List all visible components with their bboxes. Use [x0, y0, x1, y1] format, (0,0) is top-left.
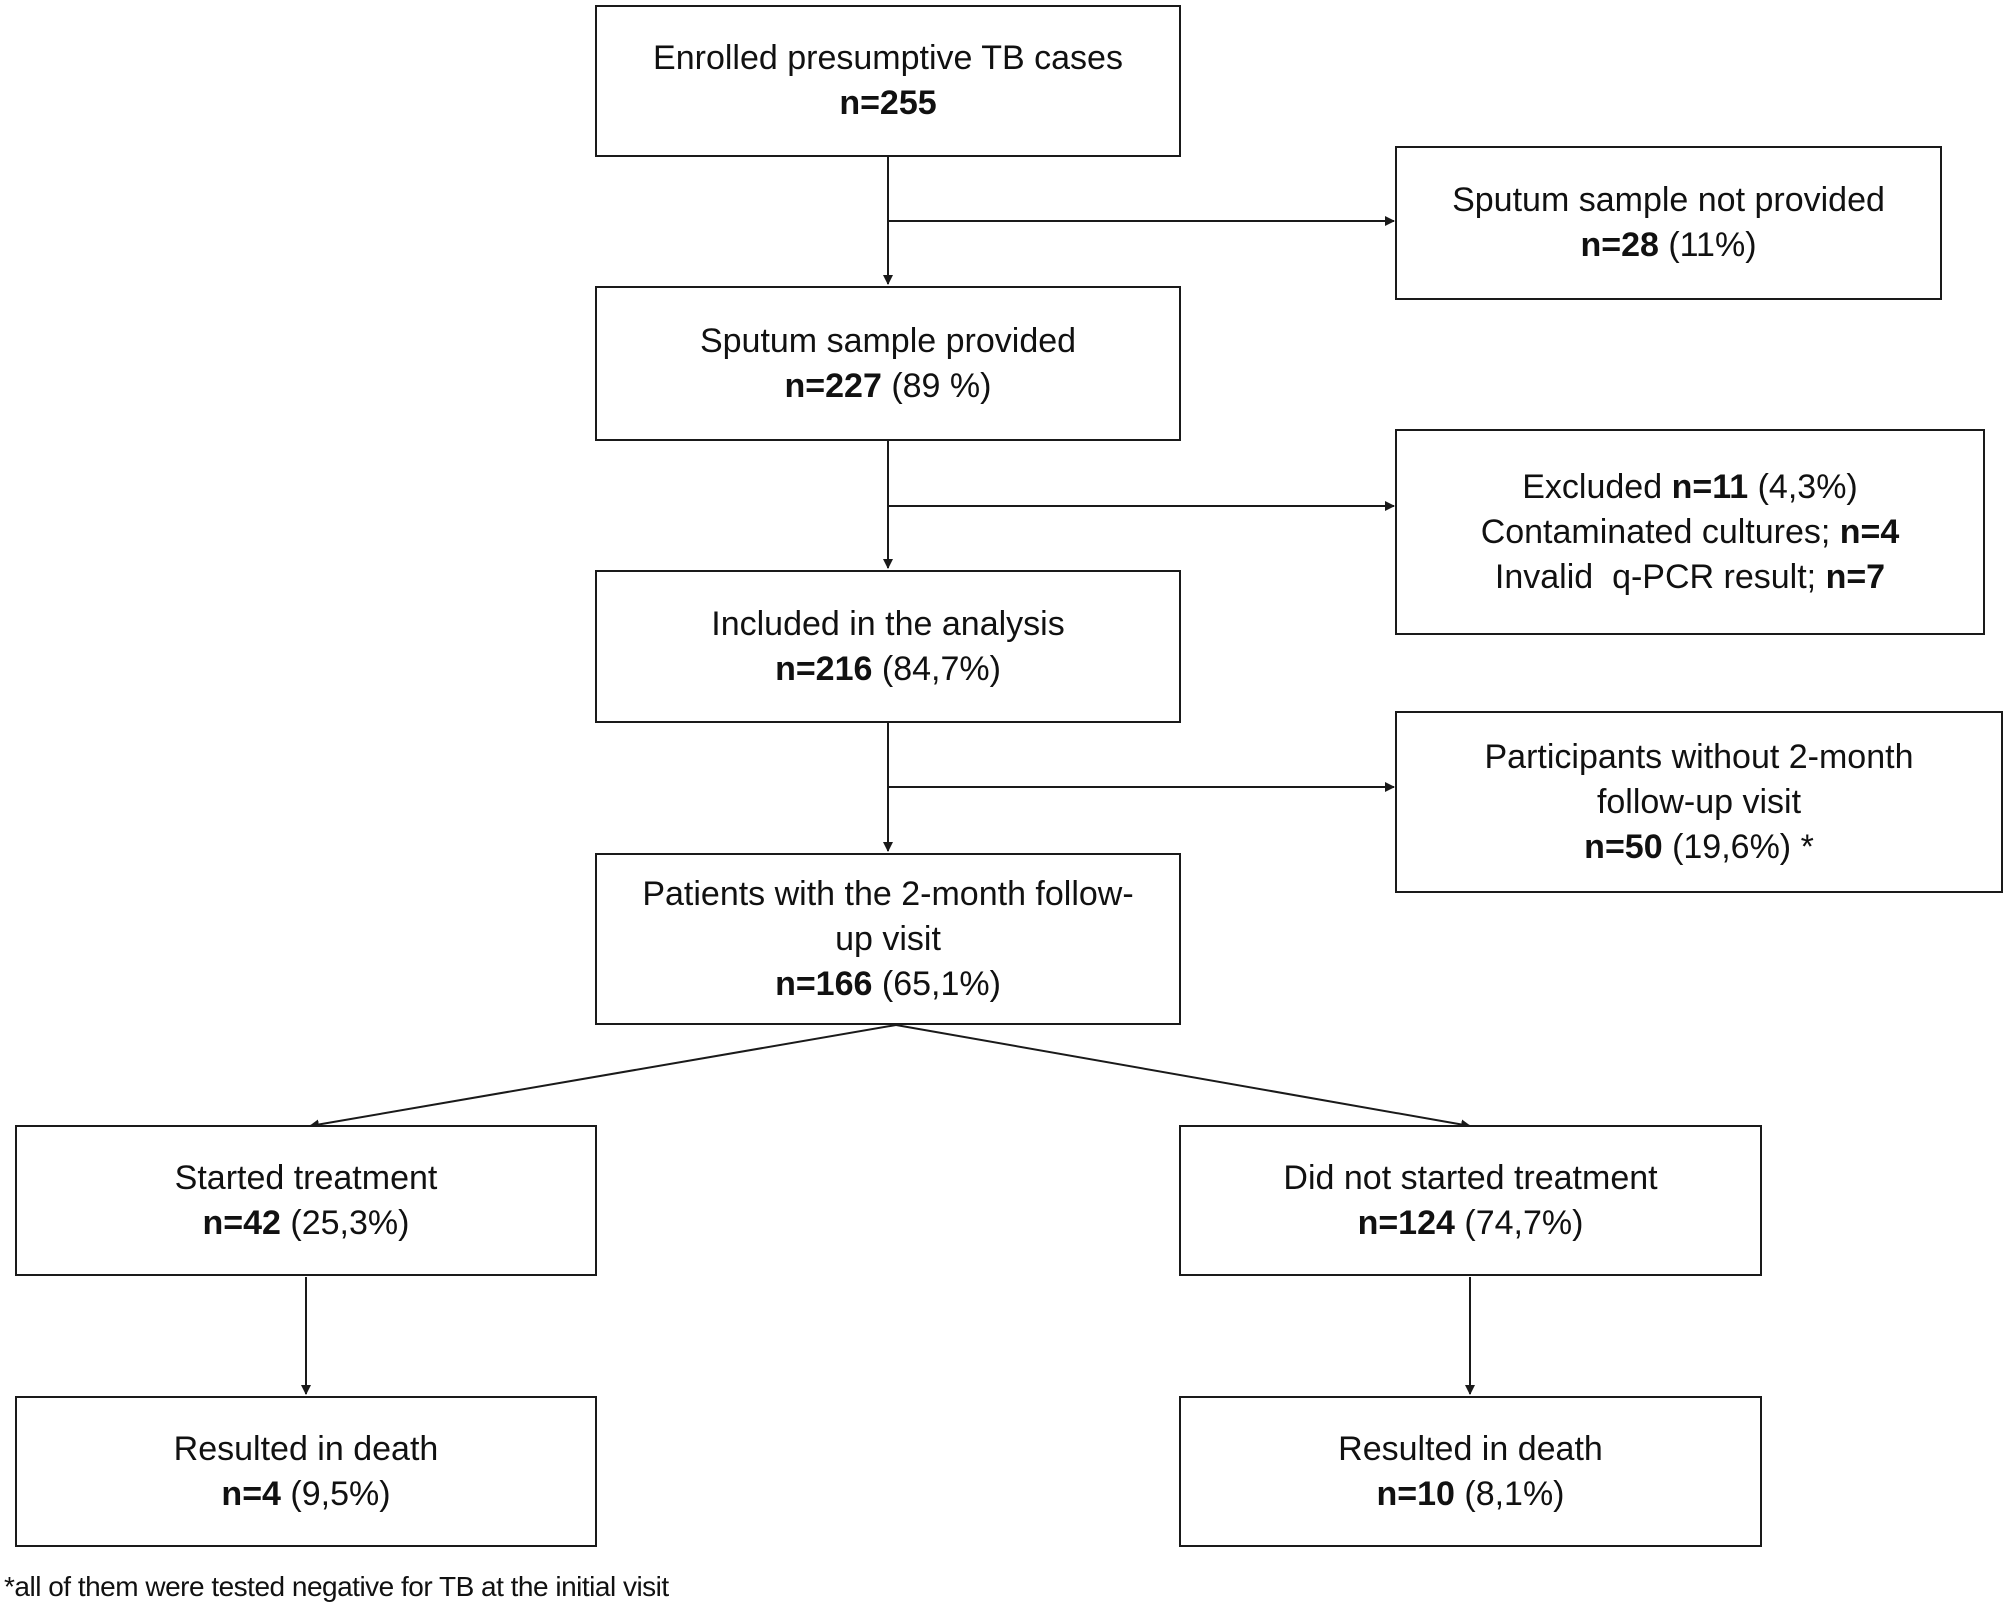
excluded-reason-invalid-pcr: Invalid q-PCR result; [1494, 557, 1826, 596]
node-title-line1: Participants without 2-month [1484, 737, 1914, 776]
node-count: n=42 [202, 1203, 281, 1242]
node-title: Sputum sample not provided [1452, 181, 1885, 219]
node-title: Did not started treatment [1283, 1158, 1658, 1197]
node-death-not-started: Resulted in death n=10 (8,1%) [1179, 1396, 1762, 1547]
node-percent: (84,7%) [872, 649, 1001, 688]
node-not-started-treatment: Did not started treatment n=124 (74,7%) [1179, 1125, 1762, 1276]
node-title: Resulted in death [173, 1429, 439, 1468]
node-percent: (11%) [1658, 226, 1757, 264]
node-death-started: Resulted in death n=4 (9,5%) [15, 1396, 597, 1547]
node-without-followup: Participants without 2-month follow-up v… [1395, 711, 2003, 893]
node-title-line1: Patients with the 2-month follow- [642, 874, 1134, 913]
node-percent: (25,3%) [280, 1203, 410, 1242]
node-percent: (9,5%) [280, 1474, 391, 1513]
arrow-followup-to-not-started [895, 1024, 1471, 1130]
node-included: Included in the analysis n=216 (84,7%) [595, 570, 1181, 723]
node-started-treatment: Started treatment n=42 (25,3%) [15, 1125, 597, 1276]
arrow-followup-to-started [309, 1024, 897, 1130]
node-excluded: Excluded n=11 (4,3%) Contaminated cultur… [1395, 429, 1985, 635]
excluded-reason-contaminated: Contaminated cultures; [1480, 512, 1840, 551]
node-title: Started treatment [174, 1158, 438, 1197]
excluded-count-contaminated: n=4 [1839, 512, 1900, 551]
node-percent: (19,6%) * [1662, 827, 1814, 866]
node-percent: (65,1%) [872, 964, 1001, 1003]
node-percent: (4,3%) [1748, 467, 1858, 506]
node-count: n=124 [1357, 1203, 1455, 1242]
node-count: n=255 [839, 84, 937, 122]
node-title: Excluded [1522, 467, 1672, 506]
excluded-count-invalid-pcr: n=7 [1825, 557, 1886, 596]
node-percent: (8,1%) [1454, 1474, 1565, 1513]
node-percent: (89 %) [881, 366, 992, 405]
node-sputum-provided: Sputum sample provided n=227 (89 %) [595, 286, 1181, 441]
node-sputum-not-provided: Sputum sample not provided n=28 (11%) [1395, 146, 1942, 300]
node-title: Included in the analysis [711, 604, 1065, 643]
node-count: n=227 [784, 366, 882, 405]
node-count: n=28 [1580, 226, 1659, 264]
node-title: Enrolled presumptive TB cases [653, 39, 1123, 77]
node-title-line2: follow-up visit [1596, 782, 1802, 821]
node-count: n=10 [1376, 1474, 1455, 1513]
node-count: n=166 [775, 964, 873, 1003]
node-count: n=50 [1584, 827, 1663, 866]
node-enrolled: Enrolled presumptive TB cases n=255 [595, 5, 1181, 157]
node-title: Resulted in death [1338, 1429, 1603, 1468]
node-title-line2: up visit [835, 919, 941, 958]
node-with-followup: Patients with the 2-month follow- up vis… [595, 853, 1181, 1025]
node-count: n=4 [221, 1474, 281, 1513]
node-count: n=216 [775, 649, 873, 688]
node-percent: (74,7%) [1454, 1203, 1584, 1242]
node-count: n=11 [1671, 467, 1749, 506]
node-title: Sputum sample provided [699, 321, 1077, 360]
footnote: *all of them were tested negative for TB… [4, 1571, 669, 1602]
